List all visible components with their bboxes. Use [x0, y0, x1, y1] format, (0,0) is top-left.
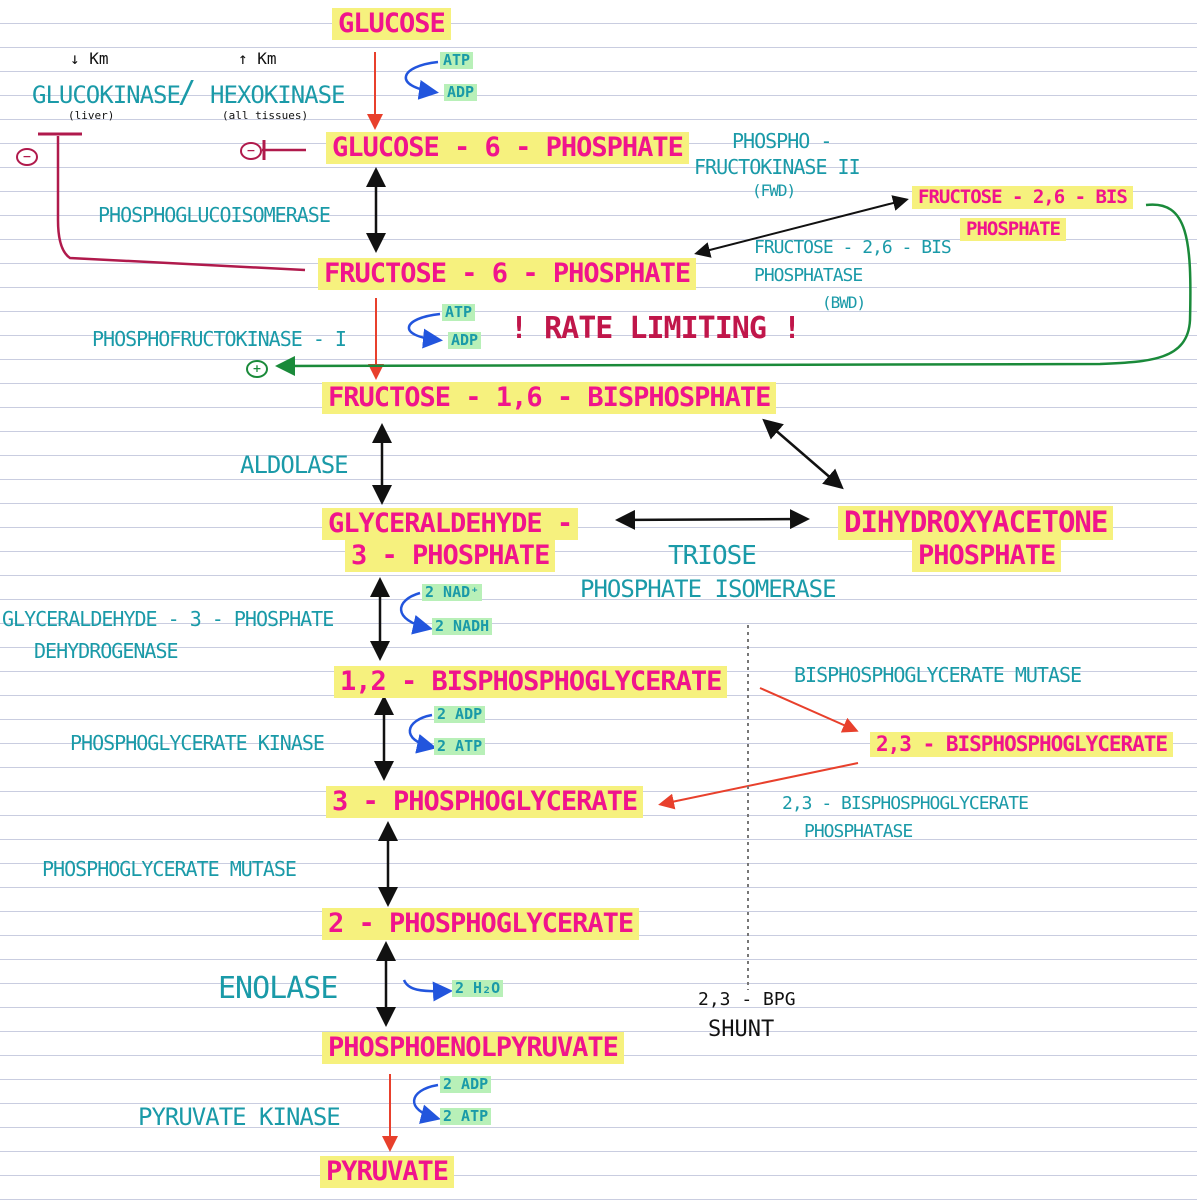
- cofactor-arrow-enolase: [402, 979, 453, 1002]
- enzyme-fbpase2-line2: PHOSPHATASE: [754, 265, 863, 286]
- cofactor-adp: 2 ADP: [440, 1076, 492, 1093]
- metabolite-2-3-bisphosphoglycerate: 2,3 - BISPHOSPHOGLYCERATE: [870, 732, 1174, 758]
- enzyme-aldolase: ALDOLASE: [240, 451, 349, 479]
- cofactor-atp: 2 ATP: [434, 738, 486, 755]
- cofactor-atp: ATP: [440, 52, 474, 69]
- shunt-label-line1: 2,3 - BPG: [698, 989, 796, 1010]
- metabolite-fructose-6-phosphate: FRUCTOSE - 6 - PHOSPHATE: [318, 258, 697, 290]
- hexokinase-location: (all tissues): [222, 109, 309, 122]
- arrow-g3p-dhap: [615, 509, 810, 530]
- metabolite-glyceraldehyde-3-phosphate-line1: GLYCERALDEHYDE -: [322, 508, 579, 540]
- enzyme-bisphosphoglycerate-mutase: BISPHOSPHOGLYCERATE MUTASE: [794, 663, 1082, 687]
- inhibition-line: [56, 136, 306, 272]
- hexokinase-inhibition-minus-icon: −: [240, 142, 262, 160]
- glucokinase-location: (liver): [68, 109, 115, 122]
- arrow-f16bp-dhap: [762, 418, 844, 490]
- enzyme-glucokinase: GLUCOKINASE: [32, 81, 181, 109]
- cofactor-arrow-pfk1: [407, 312, 443, 349]
- enzyme-pyruvate-kinase: PYRUVATE KINASE: [138, 1103, 341, 1131]
- enzyme-phosphoglycerate-kinase: PHOSPHOGLYCERATE KINASE: [70, 731, 325, 755]
- activation-plus-icon: +: [246, 360, 268, 378]
- enzyme-pfk2-line2: FRUCTOKINASE II: [694, 155, 861, 179]
- enzyme-phosphoglucoisomerase: PHOSPHOGLUCOISOMERASE: [98, 203, 331, 227]
- enzyme-pfk2-line3: (FWD): [752, 181, 796, 200]
- km-low-label: ↓ Km: [70, 49, 109, 68]
- rate-limiting-note: ! RATE LIMITING !: [510, 311, 801, 346]
- cofactor-water: 2 H₂O: [452, 980, 504, 997]
- inhibition-minus-icon: −: [16, 148, 38, 166]
- metabolite-fructose-2-6-bisphosphate-line2: PHOSPHATE: [960, 218, 1066, 241]
- enzyme-phosphoglycerate-mutase: PHOSPHOGLYCERATE MUTASE: [42, 857, 297, 881]
- activation-line: [275, 203, 1192, 376]
- km-high-label: ↑ Km: [238, 49, 277, 68]
- enzyme-triose-phosphate-isomerase-line1: TRIOSE: [668, 541, 757, 571]
- enzyme-fbpase2-line1: FRUCTOSE - 2,6 - BIS: [754, 237, 952, 258]
- cofactor-adp: 2 ADP: [434, 706, 486, 723]
- cofactor-nadh: 2 NADH: [432, 618, 493, 635]
- enzyme-g3p-dehydrogenase-line1: GLYCERALDEHYDE - 3 - PHOSPHATE: [2, 607, 334, 631]
- enzyme-enolase: ENOLASE: [218, 971, 338, 1006]
- metabolite-2-phosphoglycerate: 2 - PHOSPHOGLYCERATE: [322, 908, 640, 940]
- cofactor-nad: 2 NAD⁺: [422, 584, 483, 601]
- enzyme-fbpase2-line3: (BWD): [822, 293, 866, 312]
- cofactor-adp: ADP: [448, 332, 482, 349]
- metabolite-pyruvate: PYRUVATE: [320, 1156, 455, 1188]
- cofactor-atp: ATP: [442, 304, 476, 321]
- metabolite-phosphoenolpyruvate: PHOSPHOENOLPYRUVATE: [322, 1032, 624, 1064]
- enzyme-bpg-phosphatase-line2: PHOSPHATASE: [804, 821, 913, 842]
- metabolite-glucose: GLUCOSE: [332, 8, 451, 40]
- cofactor-arrow-g3pdh: [399, 591, 433, 635]
- arrow-13bpg-23bpg: [759, 687, 859, 733]
- enzyme-pfk2-line1: PHOSPHO -: [732, 129, 832, 153]
- metabolite-3-phosphoglycerate: 3 - PHOSPHOGLYCERATE: [326, 786, 644, 818]
- enzyme-triose-phosphate-isomerase-line2: PHOSPHATE ISOMERASE: [580, 575, 837, 603]
- metabolite-glyceraldehyde-3-phosphate-line2: 3 - PHOSPHATE: [345, 540, 556, 572]
- enzyme-bpg-phosphatase-line1: 2,3 - BISPHOSPHOGLYCERATE: [782, 793, 1029, 814]
- cofactor-arrow-pgk: [408, 713, 437, 754]
- metabolite-dihydroxyacetone-phosphate-line2: PHOSPHATE: [912, 540, 1062, 572]
- cofactor-atp: 2 ATP: [440, 1108, 492, 1125]
- enzyme-phosphofructokinase-1: PHOSPHOFRUCTOKINASE - I: [92, 327, 347, 351]
- metabolite-glucose-6-phosphate: GLUCOSE - 6 - PHOSPHATE: [326, 132, 689, 164]
- cofactor-arrow-hexokinase: [404, 60, 439, 100]
- metabolite-1-3-bisphosphoglycerate: 1,2 - BISPHOSPHOGLYCERATE: [334, 666, 728, 698]
- cofactor-adp: ADP: [444, 84, 478, 101]
- cofactor-arrow-pk: [412, 1083, 441, 1124]
- shunt-label-line2: SHUNT: [708, 1017, 775, 1042]
- enzyme-g3p-dehydrogenase-line2: DEHYDROGENASE: [34, 639, 179, 663]
- arrow-f6p-f26bp: [694, 195, 909, 258]
- enzyme-divider-slash: /: [178, 75, 196, 110]
- metabolite-fructose-2-6-bisphosphate-line1: FRUCTOSE - 2,6 - BIS: [912, 186, 1133, 209]
- metabolite-fructose-1-6-bisphosphate: FRUCTOSE - 1,6 - BISPHOSPHATE: [322, 382, 777, 414]
- arrow-23bpg-3pg: [658, 762, 859, 810]
- enzyme-hexokinase: HEXOKINASE: [210, 81, 345, 109]
- metabolite-dihydroxyacetone-phosphate-line1: DIHYDROXYACETONE: [838, 506, 1114, 540]
